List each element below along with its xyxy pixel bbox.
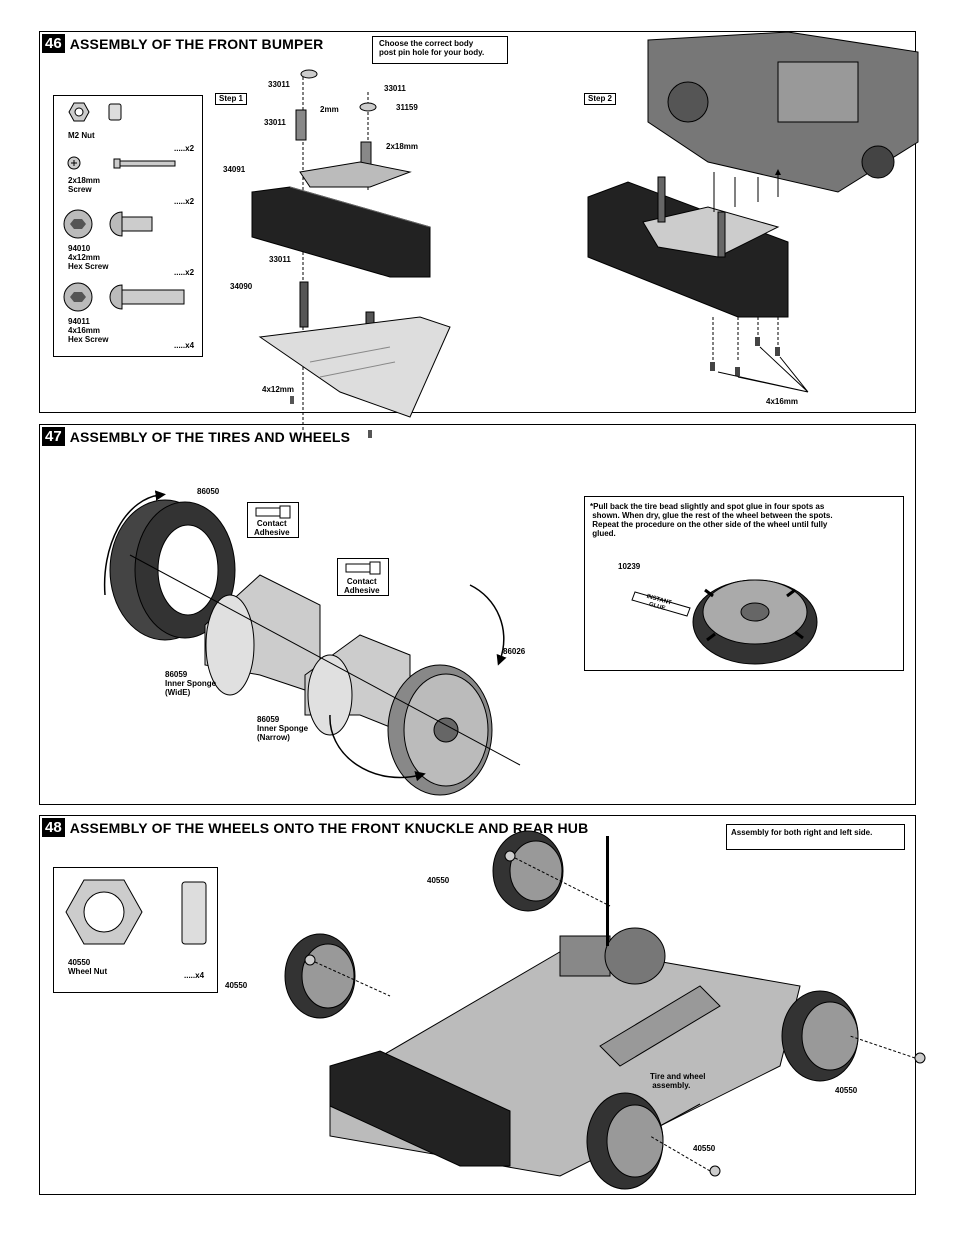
- m2-nut-icon: [68, 102, 122, 122]
- contact-adhesive-tag: Contact Adhesive: [337, 558, 389, 596]
- section-title: ASSEMBLY OF THE TIRES AND WHEELS: [69, 428, 351, 445]
- section-47: 47 ASSEMBLY OF THE TIRES AND WHEELS 8605…: [39, 424, 916, 805]
- part-name: M2 Nut: [68, 131, 95, 140]
- adhesive-tube-icon: [345, 561, 381, 575]
- adhesive-tube-icon: [255, 505, 291, 519]
- callout-33011: 33011: [268, 80, 290, 89]
- callout-31159: 31159: [396, 103, 418, 112]
- screw-2x18-icon: [67, 156, 176, 170]
- part-qty: .....x4: [184, 971, 205, 980]
- car-assembly-drawing: [284, 830, 926, 1190]
- wheel-nut-parts-box: 40550 Wheel Nut .....x4: [53, 867, 218, 993]
- callout-86026: 86026: [503, 647, 526, 656]
- part-qty: .....x2: [174, 197, 195, 206]
- callout-2mm: 2mm: [320, 105, 339, 114]
- both-sides-note: Assembly for both right and left side.: [726, 824, 905, 850]
- callout-33011: 33011: [264, 118, 286, 127]
- part-name: 2x18mm Screw: [68, 176, 101, 194]
- part-name: 94011 4x16mm Hex Screw: [68, 317, 109, 344]
- part-name: 94010 4x12mm Hex Screw: [68, 244, 109, 271]
- part-name: 40550 Wheel Nut: [68, 958, 108, 976]
- callout-sponge-narrow: 86059 Inner Sponge (Narrow): [257, 715, 309, 742]
- section-number: 48: [42, 818, 65, 837]
- callout-34090: 34090: [230, 282, 253, 291]
- glue-instruction-box: *Pull back the tire bead slightly and sp…: [584, 496, 904, 671]
- section-46-header: 46 ASSEMBLY OF THE FRONT BUMPER: [42, 34, 323, 53]
- callout-33011: 33011: [269, 255, 291, 264]
- step-2-label: Step 2: [584, 93, 617, 105]
- section-title: ASSEMBLY OF THE FRONT BUMPER: [69, 35, 324, 52]
- callout-4x16mm: 4x16mm: [766, 397, 799, 406]
- callout-40550: 40550: [693, 1144, 716, 1153]
- section-46: 46 ASSEMBLY OF THE FRONT BUMPER Choose t…: [39, 31, 919, 438]
- part-qty: .....x2: [174, 144, 195, 153]
- section-number: 47: [42, 427, 65, 446]
- callout-86050: 86050: [197, 487, 220, 496]
- hex-screw-4x12-icon: [63, 209, 153, 239]
- hex-screw-4x16-icon: [63, 282, 185, 312]
- section-47-header: 47 ASSEMBLY OF THE TIRES AND WHEELS: [42, 427, 350, 446]
- part-qty: .....x2: [174, 268, 195, 277]
- callout-sponge-wide: 86059 Inner Sponge (WidE): [165, 670, 217, 697]
- glue-note: *Pull back the tire bead slightly and sp…: [590, 502, 833, 538]
- parts-box: M2 Nut .....x2 2x18mm Screw .....x2 9401…: [53, 95, 203, 357]
- contact-adhesive-tag: Contact Adhesive: [247, 502, 299, 538]
- section-48-header: 48 ASSEMBLY OF THE WHEELS ONTO THE FRONT…: [42, 818, 588, 837]
- step-1-label: Step 1: [215, 93, 248, 105]
- wheel-nut-icon: [65, 879, 207, 945]
- section-48: 48 ASSEMBLY OF THE WHEELS ONTO THE FRONT…: [39, 815, 926, 1195]
- callout-10239: 10239: [618, 562, 641, 571]
- section-title: ASSEMBLY OF THE WHEELS ONTO THE FRONT KN…: [69, 819, 589, 836]
- callout-34091: 34091: [223, 165, 246, 174]
- callout-tire-assembly: Tire and wheel assembly.: [650, 1072, 706, 1090]
- callout-33011: 33011: [384, 84, 406, 93]
- callout-40550: 40550: [427, 876, 450, 885]
- section-number: 46: [42, 34, 65, 53]
- callout-2x18mm: 2x18mm: [386, 142, 419, 151]
- callout-4x12mm: 4x12mm: [262, 385, 295, 394]
- callout-40550: 40550: [225, 981, 248, 990]
- glued-wheel-drawing: [631, 579, 818, 665]
- bumper-mount-drawing: [587, 31, 919, 393]
- bumper-exploded-drawing: [251, 69, 451, 438]
- callout-40550: 40550: [835, 1086, 858, 1095]
- body-post-note: Choose the correct body post pin hole fo…: [372, 36, 508, 64]
- tire-exploded-drawing: [103, 490, 521, 796]
- part-qty: .....x4: [174, 341, 195, 350]
